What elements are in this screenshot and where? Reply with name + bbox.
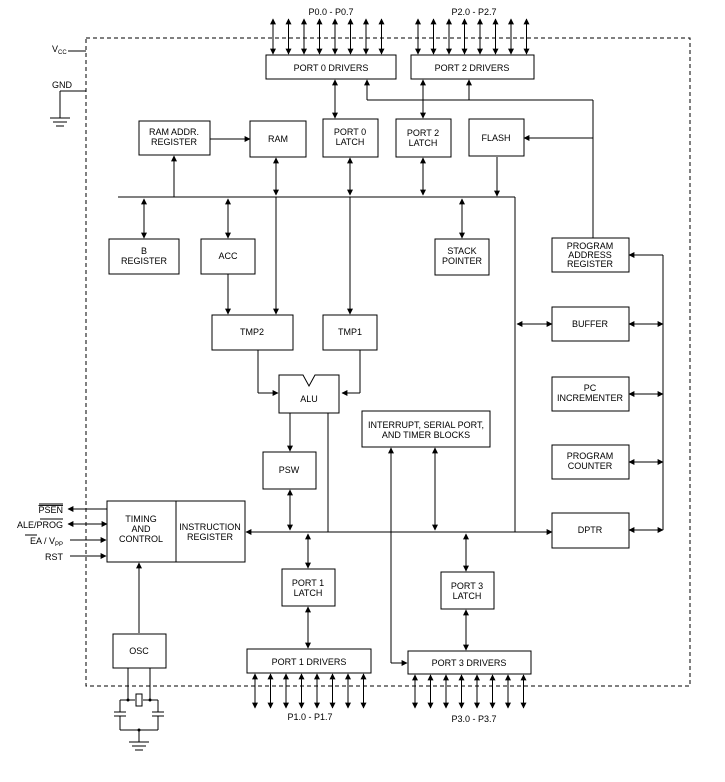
tmp2-block: TMP2	[211, 314, 294, 351]
p1-pin-label: P1.0 - P1.7	[287, 712, 332, 722]
port3-pin-arrows	[412, 674, 527, 709]
b-register-block: B REGISTER	[108, 238, 180, 275]
port2-latch-label-1: PORT 2	[407, 128, 439, 138]
ram-label: RAM	[268, 134, 288, 144]
interconnect-wires	[50, 50, 664, 751]
port2-drivers-block: PORT 2 DRIVERS	[410, 54, 535, 80]
p0-pin-label: P0.0 - P0.7	[308, 7, 353, 17]
pc-incrementer-label-1: PC	[584, 383, 597, 393]
interrupt-blocks-label-2: AND TIMER BLOCKS	[382, 430, 470, 440]
port2-latch-label-2: LATCH	[409, 138, 438, 148]
port0-drivers-label: PORT 0 DRIVERS	[294, 63, 369, 73]
port1-drivers-label: PORT 1 DRIVERS	[272, 657, 347, 667]
program-address-register-label-1: PROGRAM	[567, 241, 614, 251]
p2-pin-label: P2.0 - P2.7	[451, 7, 496, 17]
port3-latch-block: PORT 3 LATCH	[440, 571, 495, 610]
ale-prog-pin-label: ALE/PROG	[17, 520, 63, 530]
alu-label: ALU	[300, 394, 318, 404]
acc-block: ACC	[200, 238, 256, 275]
timing-control-label-2: AND	[131, 524, 151, 534]
port0-drivers-block: PORT 0 DRIVERS	[265, 54, 397, 80]
psen-pin-label: PSEN	[38, 505, 63, 515]
osc-label: OSC	[129, 646, 149, 656]
interrupt-blocks-label-1: INTERRUPT, SERIAL PORT,	[368, 420, 484, 430]
ram-addr-register-label-1: RAM ADDR.	[149, 127, 199, 137]
alu-block: ALU	[278, 374, 340, 414]
port0-latch-label-1: PORT 0	[334, 127, 366, 137]
ea-vpp-pin-label: EA / VPP	[30, 536, 63, 548]
program-counter-label-2: COUNTER	[568, 461, 613, 471]
vcc-pin-label: VCC	[52, 44, 67, 56]
port3-drivers-label: PORT 3 DRIVERS	[432, 658, 507, 668]
program-counter-block: PROGRAM COUNTER	[551, 444, 630, 480]
buffer-block: BUFFER	[551, 306, 630, 342]
port2-pin-arrows	[415, 18, 530, 55]
port3-drivers-block: PORT 3 DRIVERS	[407, 650, 532, 675]
chip-outline	[85, 37, 691, 687]
stack-pointer-label-2: POINTER	[442, 256, 483, 266]
p3-pin-label: P3.0 - P3.7	[451, 714, 496, 724]
ram-addr-register-label-2: REGISTER	[151, 137, 198, 147]
svg-text:VCC: VCC	[52, 44, 67, 56]
tmp2-label: TMP2	[240, 327, 264, 337]
timing-control-block: TIMING AND CONTROL	[106, 500, 177, 563]
port3-latch-label-1: PORT 3	[451, 581, 483, 591]
tmp1-label: TMP1	[338, 327, 362, 337]
program-counter-label-1: PROGRAM	[567, 451, 614, 461]
b-register-label-2: REGISTER	[121, 256, 168, 266]
svg-text:EA / VPP: EA / VPP	[30, 536, 63, 548]
port1-latch-label-2: LATCH	[294, 588, 323, 598]
port1-drivers-block: PORT 1 DRIVERS	[246, 648, 372, 674]
pc-incrementer-block: PC INCREMENTER	[551, 376, 630, 412]
port0-latch-block: PORT 0 LATCH	[322, 118, 379, 158]
acc-label: ACC	[218, 251, 238, 261]
stack-pointer-label-1: STACK	[447, 246, 476, 256]
program-address-register-block: PROGRAM ADDRESS REGISTER	[551, 237, 630, 273]
pc-incrementer-label-2: INCREMENTER	[557, 393, 624, 403]
psw-label: PSW	[279, 465, 300, 475]
program-address-register-label-2: ADDRESS	[568, 250, 612, 260]
dptr-label: DPTR	[578, 525, 603, 535]
port2-drivers-label: PORT 2 DRIVERS	[435, 63, 510, 73]
buffer-label: BUFFER	[572, 319, 609, 329]
instruction-register-block: INSTRUCTION REGISTER	[175, 500, 246, 563]
b-register-label-1: B	[141, 246, 147, 256]
port2-latch-block: PORT 2 LATCH	[395, 118, 452, 158]
tmp1-block: TMP1	[322, 314, 378, 351]
gnd-pin-label: GND	[52, 80, 73, 90]
port0-latch-label-2: LATCH	[336, 137, 365, 147]
osc-block: OSC	[112, 633, 167, 669]
stack-pointer-block: STACK POINTER	[434, 238, 490, 276]
timing-control-label-1: TIMING	[125, 514, 157, 524]
port1-latch-block: PORT 1 LATCH	[281, 568, 336, 607]
instruction-register-label-2: REGISTER	[187, 532, 234, 542]
program-address-register-label-3: REGISTER	[567, 259, 614, 269]
port1-pin-arrows	[252, 673, 367, 709]
rst-pin-label: RST	[45, 552, 64, 562]
flash-label: FLASH	[481, 133, 510, 143]
timing-control-label-3: CONTROL	[119, 534, 163, 544]
port3-latch-label-2: LATCH	[453, 591, 482, 601]
dptr-block: DPTR	[551, 512, 630, 549]
instruction-register-label-1: INSTRUCTION	[179, 522, 241, 532]
ram-block: RAM	[249, 120, 307, 158]
interrupt-serial-timer-block: INTERRUPT, SERIAL PORT, AND TIMER BLOCKS	[361, 410, 491, 448]
flash-block: FLASH	[468, 118, 525, 157]
ram-addr-register-block: RAM ADDR. REGISTER	[138, 120, 211, 156]
port1-latch-label-1: PORT 1	[292, 578, 324, 588]
psw-block: PSW	[262, 451, 317, 490]
port0-pin-arrows	[270, 18, 385, 55]
